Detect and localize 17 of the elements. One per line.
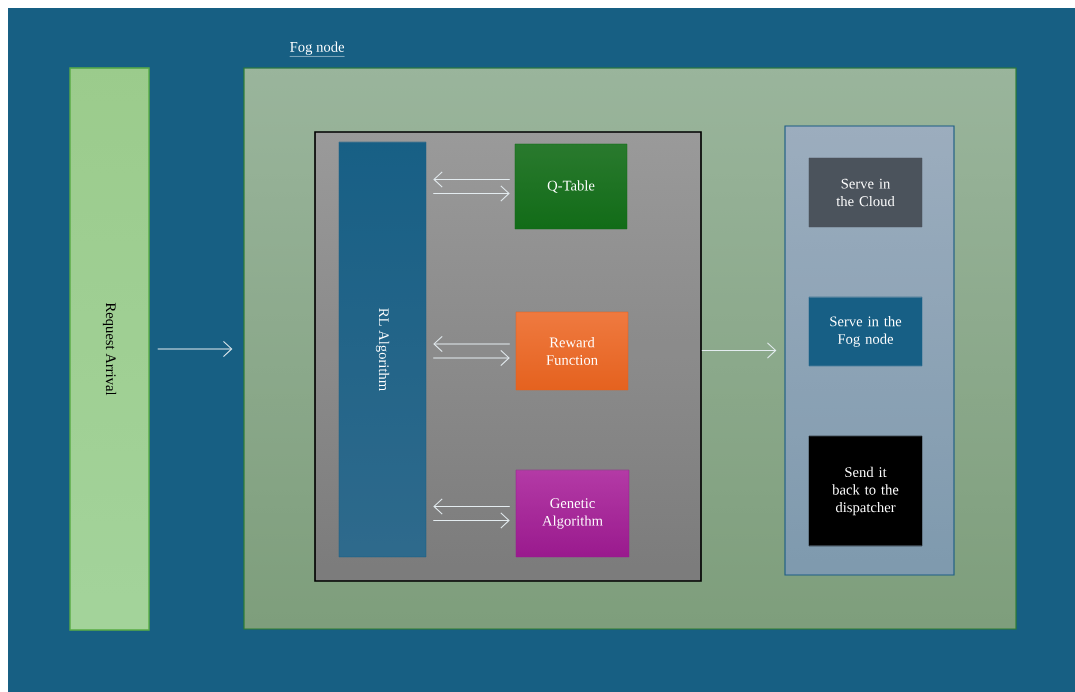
- node-label: Fog node: [290, 41, 345, 55]
- process-box: Genetic Algorithm: [515, 469, 630, 558]
- process-box: Q-Table: [514, 143, 628, 230]
- arrow: [701, 342, 777, 359]
- request-bar: Request Arrival: [69, 67, 150, 631]
- arrow: [433, 171, 511, 188]
- option-box: Send it back to the dispatcher: [808, 435, 923, 547]
- option-box: Serve in the Cloud: [808, 157, 923, 228]
- arrow: [432, 185, 510, 202]
- arrow: [432, 512, 510, 529]
- arrow: [433, 498, 511, 515]
- arrow: [432, 349, 510, 367]
- arrow: [157, 340, 233, 358]
- arrow: [433, 335, 511, 353]
- option-box: Serve in the Fog node: [808, 296, 923, 367]
- rl-algorithm-bar: RL Algorithm: [338, 141, 427, 558]
- process-box: Reward Function: [515, 311, 629, 391]
